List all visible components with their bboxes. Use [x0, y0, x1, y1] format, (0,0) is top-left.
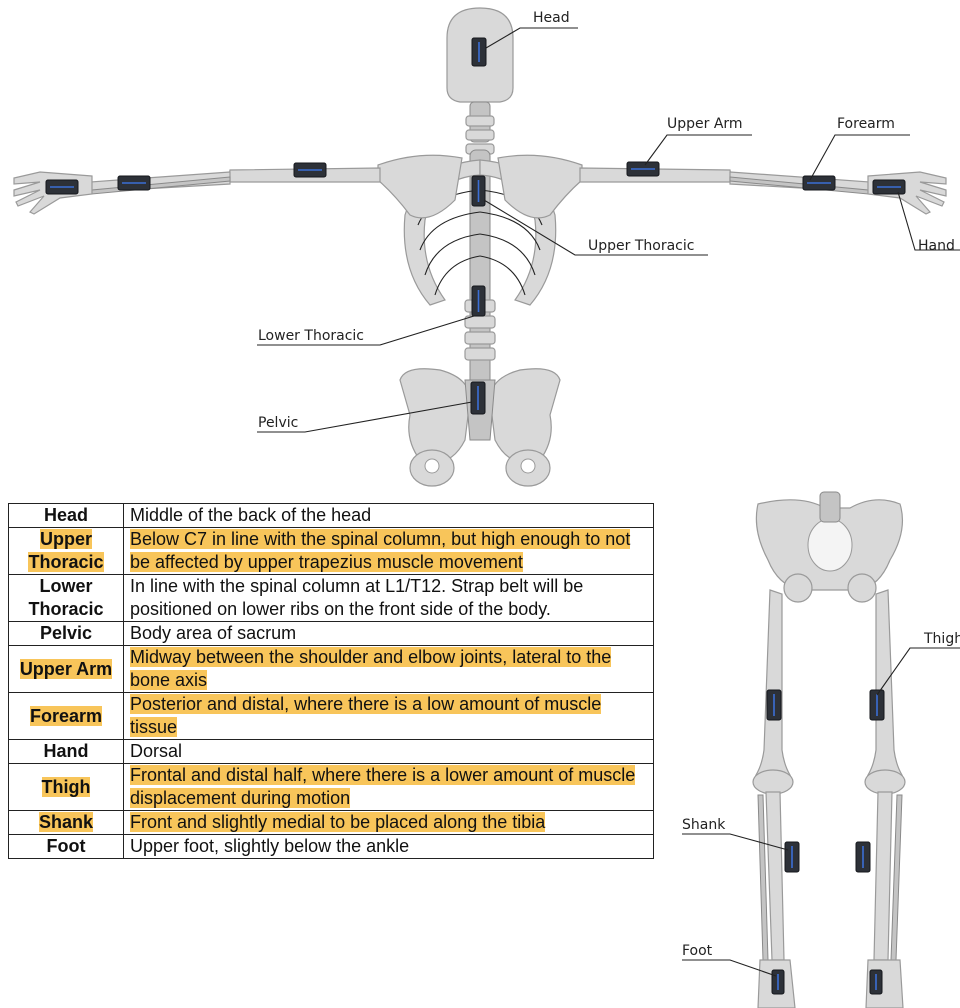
sensor-foot-left — [772, 970, 784, 994]
table-row: Thigh Frontal and distal half, where ther… — [9, 764, 654, 811]
vertebral-column — [465, 116, 495, 400]
placement-description: Body area of sacrum — [130, 623, 296, 643]
lower-skeleton — [753, 492, 905, 1008]
segment-name: Foot — [47, 836, 86, 856]
segment-cell: Lower Thoracic — [9, 575, 124, 622]
placement-description: Upper foot, slightly below the ankle — [130, 836, 409, 856]
sensor-upper-arm-right — [627, 162, 659, 176]
sensor-hand-right — [873, 180, 905, 194]
sensor-upper-thoracic — [472, 176, 485, 206]
label-lower-thoracic: Lower Thoracic — [258, 328, 364, 344]
description-cell: Upper foot, slightly below the ankle — [124, 835, 654, 859]
segment-name: Hand — [44, 741, 89, 761]
description-cell: Below C7 in line with the spinal column,… — [124, 528, 654, 575]
callout-leaders — [257, 28, 960, 432]
sensor-foot-right — [870, 970, 882, 994]
placement-description: Frontal and distal half, where there is … — [130, 765, 635, 808]
segment-cell: Pelvic — [9, 622, 124, 646]
label-upper-arm: Upper Arm — [667, 116, 743, 132]
placement-description: Below C7 in line with the spinal column,… — [130, 529, 630, 572]
placement-description: Middle of the back of the head — [130, 505, 371, 525]
segment-name: Lower Thoracic — [28, 576, 103, 619]
label-hand: Hand — [918, 238, 955, 254]
sensor-shank-left — [785, 842, 799, 872]
placement-description: In line with the spinal column at L1/T12… — [130, 576, 583, 619]
description-cell: Middle of the back of the head — [124, 504, 654, 528]
placement-description: Dorsal — [130, 741, 182, 761]
table-row: Upper Arm Midway between the shoulder and… — [9, 646, 654, 693]
sensor-upper-arm-left — [294, 163, 326, 177]
placement-description: Midway between the shoulder and elbow jo… — [130, 647, 611, 690]
sensor-pelvic — [471, 382, 485, 414]
placement-description: Posterior and distal, where there is a l… — [130, 694, 601, 737]
table-row: Pelvic Body area of sacrum — [9, 622, 654, 646]
segment-cell: Thigh — [9, 764, 124, 811]
label-thigh: Thigh — [923, 631, 960, 647]
sensor-forearm-left — [118, 176, 150, 190]
lower-body-skeleton-diagram: Thigh Shank Foot — [660, 490, 960, 1008]
table-row: Hand Dorsal — [9, 740, 654, 764]
description-cell: In line with the spinal column at L1/T12… — [124, 575, 654, 622]
label-forearm: Forearm — [837, 116, 895, 132]
segment-name: Forearm — [30, 706, 102, 726]
table-row: Upper Thoracic Below C7 in line with the … — [9, 528, 654, 575]
sensor-forearm-right — [803, 176, 835, 190]
sensor-lower-thoracic — [472, 286, 485, 316]
description-cell: Dorsal — [124, 740, 654, 764]
label-pelvic: Pelvic — [258, 415, 298, 431]
sensor-head — [472, 38, 486, 66]
description-cell: Front and slightly medial to be placed a… — [124, 811, 654, 835]
label-shank: Shank — [682, 817, 726, 833]
segment-name: Thigh — [42, 777, 91, 797]
table-row: Shank Front and slightly medial to be pla… — [9, 811, 654, 835]
sensor-hand-left — [46, 180, 78, 194]
description-cell: Midway between the shoulder and elbow jo… — [124, 646, 654, 693]
upper-body-skeleton-diagram: Head Upper Arm Forearm Upper Thoracic Ha… — [0, 0, 960, 495]
description-cell: Frontal and distal half, where there is … — [124, 764, 654, 811]
description-cell: Posterior and distal, where there is a l… — [124, 693, 654, 740]
segment-name: Upper Arm — [20, 659, 112, 679]
segment-cell: Hand — [9, 740, 124, 764]
table-row: Foot Upper foot, slightly below the ankle — [9, 835, 654, 859]
sensor-shank-right — [856, 842, 870, 872]
label-upper-thoracic: Upper Thoracic — [588, 238, 694, 254]
description-cell: Body area of sacrum — [124, 622, 654, 646]
lower-callout-leaders — [682, 648, 960, 976]
segment-cell: Foot — [9, 835, 124, 859]
segment-cell: Head — [9, 504, 124, 528]
segment-cell: Upper Arm — [9, 646, 124, 693]
segment-name: Upper Thoracic — [28, 529, 103, 572]
segment-name: Head — [44, 505, 88, 525]
segment-cell: Shank — [9, 811, 124, 835]
label-head: Head — [533, 10, 570, 26]
label-foot: Foot — [682, 943, 713, 959]
segment-name: Pelvic — [40, 623, 92, 643]
table-row: Head Middle of the back of the head — [9, 504, 654, 528]
segment-name: Shank — [39, 812, 93, 832]
placement-description: Front and slightly medial to be placed a… — [130, 812, 545, 832]
table-row: Forearm Posterior and distal, where there… — [9, 693, 654, 740]
segment-cell: Upper Thoracic — [9, 528, 124, 575]
table-row: Lower Thoracic In line with the spinal co… — [9, 575, 654, 622]
sensor-thigh-left — [767, 690, 781, 720]
segment-cell: Forearm — [9, 693, 124, 740]
